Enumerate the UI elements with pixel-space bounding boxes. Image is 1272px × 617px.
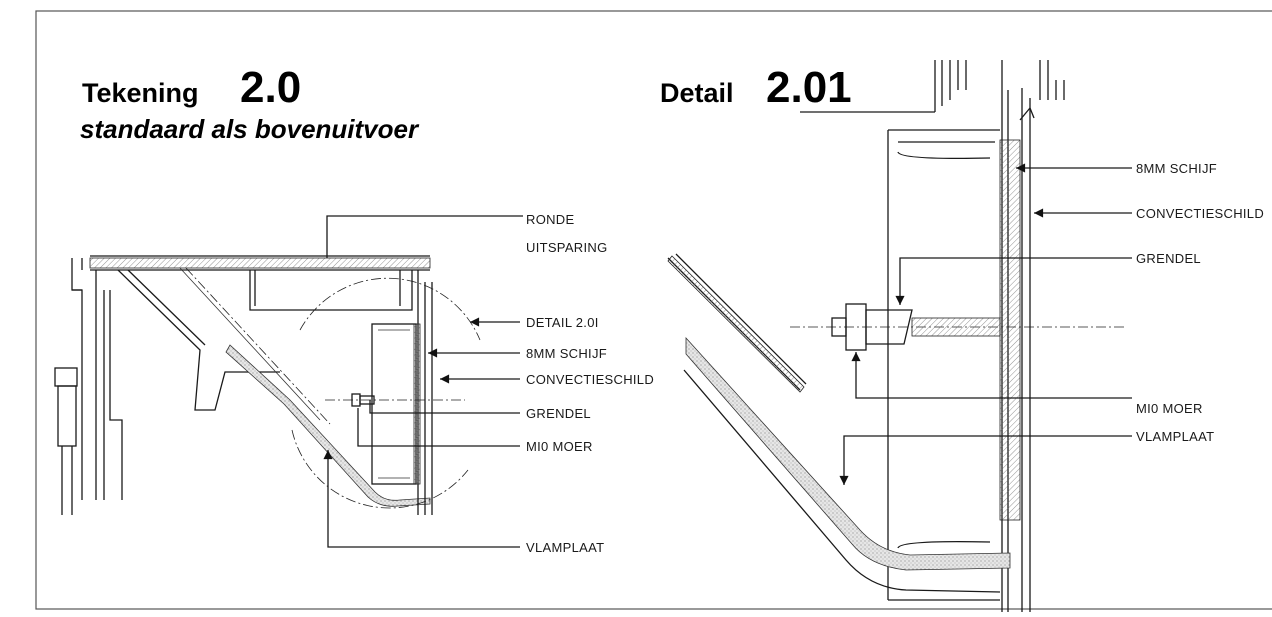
left-label-vlamplaat: VLAMPLAAT	[526, 540, 604, 555]
left-leaders	[323, 215, 523, 548]
right-leaders	[839, 163, 1132, 486]
right-label-vlamplaat: VLAMPLAAT	[1136, 429, 1214, 444]
left-label-convectie: CONVECTIESCHILD	[526, 372, 654, 387]
right-title-word: Detail	[660, 78, 734, 108]
right-drawing	[667, 60, 1125, 612]
left-label-ronde-1: RONDE	[526, 212, 574, 227]
left-subtitle: standaard als bovenuitvoer	[80, 114, 420, 144]
left-label-grendel: GRENDEL	[526, 406, 591, 421]
left-drawing	[54, 255, 481, 515]
left-title-word: Tekening	[82, 78, 199, 108]
left-label-detail: DETAIL 2.0I	[526, 315, 599, 330]
left-label-schijf: 8MM SCHIJF	[526, 346, 607, 361]
left-title-number: 2.0	[240, 63, 301, 112]
right-label-grendel: GRENDEL	[1136, 251, 1201, 266]
left-label-moer: MI0 MOER	[526, 439, 593, 454]
right-title-number: 2.01	[766, 63, 852, 112]
right-label-moer: MI0 MOER	[1136, 401, 1203, 416]
sheet-border	[35, 10, 1272, 610]
right-label-convectie: CONVECTIESCHILD	[1136, 206, 1264, 221]
right-label-schijf: 8MM SCHIJF	[1136, 161, 1217, 176]
left-label-ronde-2: UITSPARING	[526, 240, 608, 255]
